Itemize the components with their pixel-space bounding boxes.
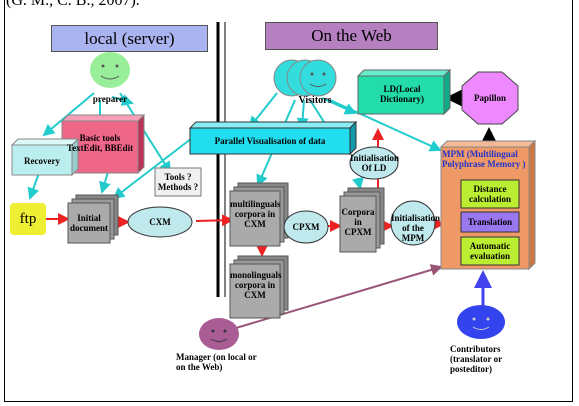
- cxm-label: CXM: [149, 217, 171, 227]
- contributors-person-icon: [457, 305, 505, 339]
- ld-label: LD(Local Dictionary): [380, 84, 424, 104]
- header-web: On the Web: [265, 22, 438, 50]
- multilingual-corpora-label: multilinguals corpora in CXM: [230, 199, 281, 229]
- initial-document-label: Initial document: [70, 213, 108, 233]
- diagram-frame: [4, 0, 573, 402]
- contributors-label: Contributors (translator or posteditor): [450, 344, 502, 374]
- mpm-title: MPM (Multilingual Polyphrase Memory ): [442, 149, 526, 169]
- header-local: local (server): [51, 25, 208, 52]
- cpxm-oval: [283, 210, 329, 244]
- init-mpm-circle: [390, 200, 436, 246]
- parallel-vis-label: Parallel Visualisation of data: [214, 136, 326, 146]
- preparer-person-icon: [90, 52, 130, 88]
- init-ld-oval: [349, 146, 399, 180]
- init-mpm-label: Initialisation of the MPM: [391, 213, 441, 243]
- ftp-label: ftp: [19, 211, 37, 227]
- ftp-box: [10, 203, 46, 235]
- ld-box: [357, 75, 445, 115]
- visitors-icon: [273, 59, 337, 97]
- corpora-cpxm-label: Corpora in CPXM: [341, 207, 375, 237]
- manager-label: Manager (on local or on the Web): [176, 352, 257, 372]
- cpxm-label: CPXM: [292, 222, 320, 232]
- cxm-oval: [127, 206, 193, 238]
- tools-methods-label: Tools ? Methods ?: [157, 172, 199, 192]
- distance-box: [460, 179, 520, 209]
- translation-box: [460, 211, 520, 233]
- automatic-eval-label: Automatic evaluation: [469, 241, 511, 261]
- automatic-eval-box: [460, 236, 520, 266]
- manager-person-icon: [199, 318, 239, 350]
- recovery-label: Recovery: [24, 156, 60, 166]
- tools-methods-box: [154, 167, 202, 197]
- basic-tools-label: Basic tools TextEdit, BBEdit: [66, 133, 134, 153]
- monolingual-corpora-label: monolinguals corpora in CXM: [230, 270, 282, 300]
- translation-label: Translation: [467, 217, 513, 227]
- monolingual-corpora-stack: [229, 255, 289, 319]
- multilingual-corpora-stack: [229, 182, 289, 247]
- caption-top: (G. M., C. B., 2007).: [6, 0, 140, 9]
- distance-label: Distance calculation: [469, 184, 511, 204]
- cyan-arrows: [27, 92, 442, 200]
- preparer-label: preparer: [92, 94, 128, 104]
- initial-document-stack: [67, 194, 119, 244]
- papillon-label: Papillon: [473, 93, 506, 103]
- corpora-cpxm-stack: [339, 187, 385, 253]
- papillon-octagon: [461, 71, 519, 125]
- init-ld-label: Initialisation Of LD: [350, 153, 400, 173]
- visitors-label: Visitors: [298, 95, 332, 106]
